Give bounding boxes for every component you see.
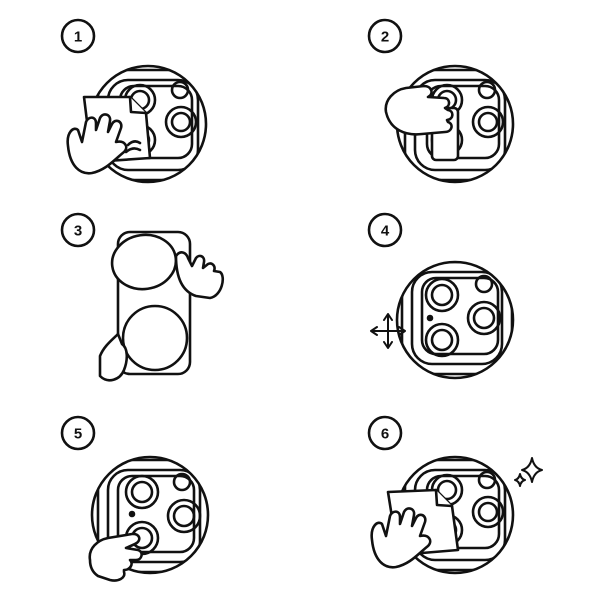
sparkle-icon bbox=[514, 457, 543, 487]
step-3: 3 bbox=[60, 212, 224, 382]
hand-icon-lower bbox=[98, 332, 129, 382]
hand-icon bbox=[88, 532, 143, 582]
step-4-frame bbox=[395, 260, 515, 380]
step-6: 6 bbox=[367, 415, 543, 575]
step-1: 1 bbox=[60, 18, 208, 184]
hand-icon bbox=[370, 507, 432, 569]
hand-icon bbox=[174, 251, 224, 300]
protector-circle-lower bbox=[121, 304, 189, 372]
step-2-badge: 2 bbox=[367, 18, 403, 54]
move-arrows-icon bbox=[370, 313, 406, 349]
step-2: 2 bbox=[367, 18, 515, 184]
step-4: 4 bbox=[367, 212, 515, 380]
step-5-number: 5 bbox=[74, 426, 82, 443]
step-3-number: 3 bbox=[74, 223, 82, 240]
step-2-number: 2 bbox=[381, 29, 389, 46]
step-4-number: 4 bbox=[381, 223, 390, 240]
camera-module bbox=[96, 458, 208, 573]
step-5: 5 bbox=[60, 415, 210, 582]
step-6-badge: 6 bbox=[367, 415, 403, 451]
hand-icon bbox=[384, 84, 454, 136]
step-1-badge: 1 bbox=[60, 18, 96, 54]
hand-icon bbox=[66, 113, 128, 175]
step-4-badge: 4 bbox=[367, 212, 403, 248]
step-6-number: 6 bbox=[381, 426, 389, 443]
step-3-badge: 3 bbox=[60, 212, 96, 248]
camera-module bbox=[400, 262, 513, 376]
step-5-badge: 5 bbox=[60, 415, 96, 451]
step-1-number: 1 bbox=[74, 29, 82, 46]
